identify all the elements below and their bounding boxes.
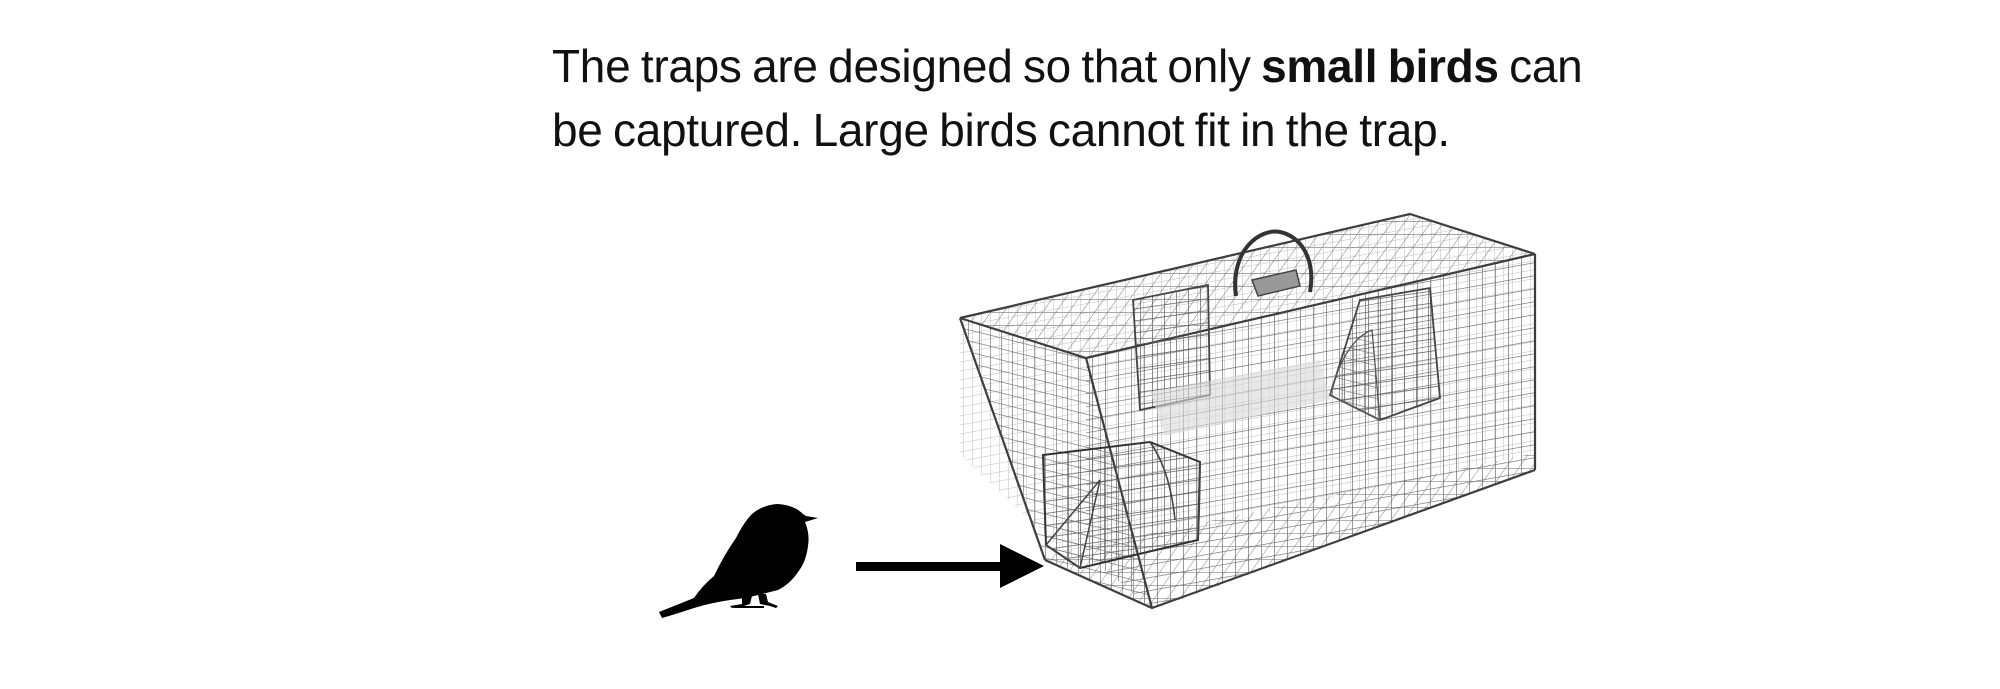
trap-rear-funnel — [1328, 286, 1441, 422]
caption-line-1: The traps are designed so that only smal… — [552, 34, 1652, 98]
caption-line-2: be captured. Large birds cannot fit in t… — [552, 104, 1450, 156]
trap-top — [960, 214, 1535, 358]
trap-entrance-funnel — [1041, 440, 1202, 570]
bird-silhouette-icon — [659, 504, 818, 618]
arrow-right-icon — [856, 544, 1044, 588]
caption-line-1-end: can — [1498, 40, 1583, 92]
caption-line-1-start: The traps are designed so that only — [552, 40, 1262, 92]
wire-cage-trap — [958, 212, 1537, 610]
trap-handle — [1233, 229, 1314, 297]
caption-text: The traps are designed so that only smal… — [552, 34, 1652, 162]
caption-emphasis: small birds — [1261, 40, 1499, 92]
